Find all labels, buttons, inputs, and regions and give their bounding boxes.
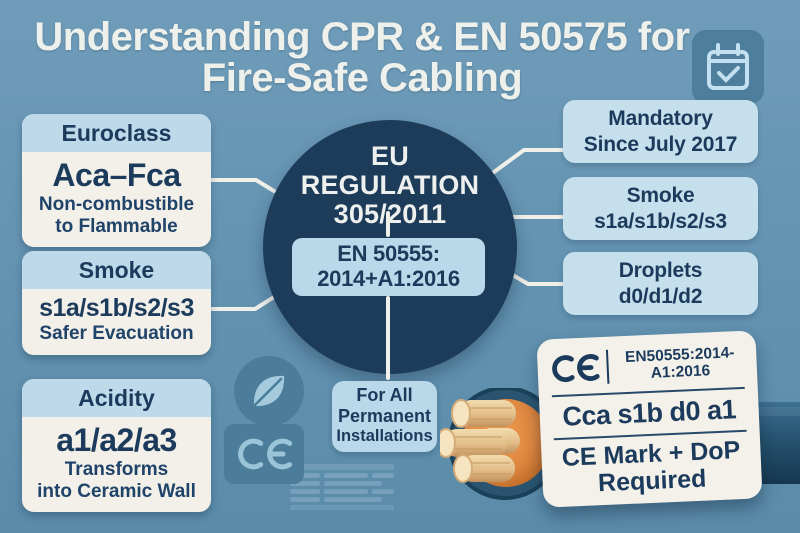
card-smoke-value: s1a/s1b/s2/s3: [39, 294, 194, 322]
card-droplets: Droplets d0/d1/d2: [563, 252, 758, 315]
title-line-2: Fire-Safe Cabling: [201, 55, 523, 100]
spec-standard: EN50555:2014- A1:2016: [615, 343, 745, 383]
card-euroclass: Euroclass Aca–Fca Non-combustible to Fla…: [22, 114, 211, 248]
ce-mark-icon: [552, 354, 600, 383]
card-smoke-caption: Safer Evacuation: [22, 323, 211, 355]
hub-line-1: EU: [371, 141, 409, 171]
hub-line-2: REGULATION: [300, 169, 480, 200]
card-euroclass-caption: Non-combustible to Flammable: [22, 194, 211, 247]
note-line-3: Installations: [336, 427, 433, 446]
spec-classification: Cca s1b d0 a1: [561, 394, 737, 432]
card-acidity-caption: Transforms into Ceramic Wall: [22, 459, 211, 512]
card-euroclass-header: Euroclass: [22, 114, 211, 152]
card-smoke-classes-line-1: Smoke: [626, 184, 695, 208]
card-euroclass-value: Aca–Fca: [52, 157, 181, 193]
card-droplets-line-2: d0/d1/d2: [618, 284, 703, 308]
standard-line-1: EN 50555:: [337, 241, 440, 267]
hub-title: EU REGULATION 305/2011: [263, 142, 517, 229]
note-box-permanent-installations: For All Permanent Installations: [332, 381, 437, 452]
eco-badge: [234, 356, 304, 426]
copper-wires: [440, 399, 520, 483]
standard-box: EN 50555: 2014+A1:2016: [292, 238, 485, 296]
calendar-check-icon: [707, 43, 749, 90]
caption-line: to Flammable: [55, 215, 178, 237]
card-smoke-classes: Smoke s1a/s1b/s2/s3: [563, 177, 758, 240]
card-mandatory: Mandatory Since July 2017: [563, 100, 758, 163]
title-line-1: Understanding CPR & EN 50575 for: [34, 15, 690, 59]
note-line-1: For All: [356, 385, 413, 405]
ce-badge: [224, 424, 304, 484]
standard-line-2: 2014+A1:2016: [317, 266, 460, 291]
caption-line: Transforms: [64, 459, 169, 480]
divider: [605, 349, 610, 384]
calendar-badge: [692, 30, 764, 104]
spec-label-card: EN50555:2014- A1:2016 Cca s1b d0 a1 CE M…: [536, 330, 763, 508]
caption-line: into Ceramic Wall: [37, 480, 196, 502]
card-acidity-value: a1/a2/a3: [56, 422, 177, 458]
card-acidity: Acidity a1/a2/a3 Transforms into Ceramic…: [22, 379, 211, 513]
card-smoke-header: Smoke: [22, 251, 211, 289]
leaf-icon: [253, 375, 285, 407]
caption-line: Safer Evacuation: [39, 323, 194, 344]
card-droplets-line-1: Droplets: [618, 259, 703, 283]
card-acidity-header: Acidity: [22, 379, 211, 417]
card-mandatory-line-1: Mandatory: [608, 107, 713, 131]
card-mandatory-line-2: Since July 2017: [583, 132, 738, 156]
hub-circle: EU REGULATION 305/2011 EN 50555: 2014+A1…: [263, 120, 517, 374]
page-title: Understanding CPR & EN 50575 for Fire-Sa…: [0, 17, 724, 99]
ce-mark-icon: [238, 438, 293, 470]
card-smoke: Smoke s1a/s1b/s2/s3 Safer Evacuation: [22, 251, 211, 355]
caption-line: Non-combustible: [38, 194, 195, 215]
note-line-2: Permanent: [337, 406, 432, 427]
watermark-table: [290, 464, 394, 510]
spec-requirement: CE Mark + DoP Required: [553, 436, 750, 499]
card-smoke-classes-line-2: s1a/s1b/s2/s3: [594, 209, 727, 233]
spec-label-top-row: EN50555:2014- A1:2016: [549, 340, 746, 390]
